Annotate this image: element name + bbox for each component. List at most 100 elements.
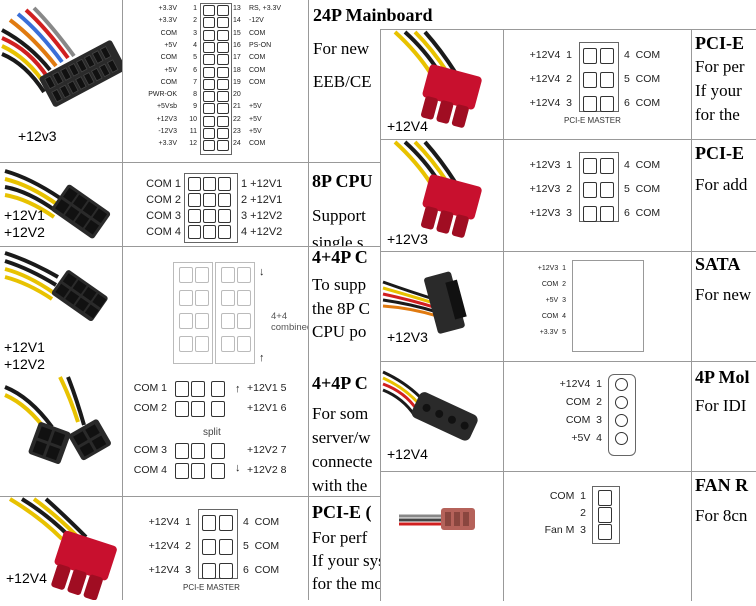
title-pcie-bottom: PCI-E (: [312, 502, 372, 522]
atx24-pin-box: [217, 41, 229, 53]
cpu44-pin-box: [179, 290, 193, 306]
pcie-pin-box: [600, 96, 614, 112]
cpu44-split-pin: [191, 381, 205, 397]
pcie-pin-box: [600, 206, 614, 222]
cpu8-pin-box: [188, 225, 201, 239]
atx24-pin-left-name: +5V: [164, 41, 177, 49]
cpu44-pin-left: COM 1: [133, 382, 167, 394]
cpu8-pin-left: COM 2: [146, 194, 181, 206]
cpu-4plus4-cable-image: [4, 251, 111, 464]
cpu44-arrow-down: ↓: [259, 266, 265, 278]
molex-pin-label: +5V 4: [571, 432, 602, 444]
atx24-pin-right-name: COM: [249, 29, 266, 37]
fan-pin-label: 2: [580, 507, 586, 519]
desc-8p-line2: single s: [312, 233, 364, 246]
ov-photo-label-molex: +12V4: [387, 446, 428, 462]
atx24-pin-right-num: 18: [233, 66, 241, 74]
fan-pin-label: Fan M 3: [544, 524, 586, 536]
cpu8-pin-left: COM 1: [146, 178, 181, 190]
fan-cable-image: [399, 508, 475, 530]
atx24-pin-left-num: 6: [193, 66, 197, 74]
pcie-pin-right: 6 COM: [243, 564, 280, 576]
atx24-pin-left-name: +3.3V: [158, 17, 178, 25]
cpu8-pin-left: COM 3: [146, 210, 181, 222]
pcie-pin-right: 4 COM: [624, 159, 661, 171]
photo-label-pcie-bottom: +12V4: [6, 570, 47, 586]
cpu8-pin-box: [203, 225, 216, 239]
atx24-pin-box: [217, 5, 229, 16]
photo-pcie-bottom: +12V4: [0, 497, 123, 600]
pcie-pin-left: +12V3 1: [529, 159, 572, 171]
cpu8-pin-box: [188, 193, 201, 207]
atx24-pin-left-num: 12: [189, 140, 197, 148]
pcie-pin-left: +12V4 2: [529, 73, 572, 85]
atx24-pin-box: [203, 66, 215, 78]
pcie-pin-right: 5 COM: [243, 540, 280, 552]
cpu44-split-pin: [211, 381, 225, 397]
cpu44-arrow-up-split: ↑: [235, 383, 241, 395]
desc-pcie-bottom-line1: For perf: [312, 528, 368, 547]
pcie1-cable-image: [393, 30, 482, 128]
ov-photo-molex: +12V4: [381, 362, 504, 471]
atx24-pin-left-name: +5V: [164, 66, 177, 74]
photo-4plus4: +12V1 +12V2: [0, 247, 123, 496]
pcie-pin-right: 5 COM: [624, 183, 661, 195]
fan-pin-box: [598, 507, 612, 523]
atx24-pin-right-name: -12V: [249, 17, 264, 25]
fan-photo-cell: [381, 472, 504, 601]
title-24p: 24P Mainboard: [313, 5, 433, 25]
cpu44-pin-box: [221, 336, 235, 352]
atx24-pin-left-name: -12V3: [158, 128, 177, 135]
atx24-pin-box: [217, 128, 229, 139]
cpu44-pin-right: +12V2 8: [247, 464, 287, 476]
photo-8p: +12V1 +12V2: [0, 163, 123, 246]
pcie-pin-left: +12V3 2: [529, 183, 572, 195]
atx24-pin-right-num: 23: [233, 128, 241, 135]
ov-desc-fan-line1: For 8cn: [695, 506, 748, 525]
atx24-pin-box: [203, 17, 215, 29]
atx24-pin-left-name: COM: [160, 54, 177, 62]
atx24-pin-right-num: 19: [233, 78, 241, 86]
atx24-pin-box: [217, 140, 229, 152]
cpu44-split-pin: [211, 463, 225, 479]
cpu8-pin-right: 4 +12V2: [241, 226, 283, 238]
pcie-pin-right: 4 COM: [243, 516, 280, 528]
atx24-pin-box: [217, 29, 229, 41]
cpu8-pin-box: [218, 225, 231, 239]
cpu44-combined-label: 4+4 combined: [271, 311, 309, 333]
cpu8-pin-box: [218, 177, 231, 191]
atx24-pin-box: [203, 91, 215, 103]
cpu44-pin-box: [179, 336, 193, 352]
atx24-pin-right-name: COM: [249, 140, 266, 148]
atx24-pin-left-num: 5: [193, 54, 197, 62]
pcie-bottom-cable-image: [8, 497, 117, 600]
cpu44-pin-right: +12V1 6: [247, 402, 287, 414]
fan-pin-box: [598, 524, 612, 540]
cpu44-arrow-down-split: ↓: [235, 462, 241, 474]
pcie-pin-box: [583, 182, 597, 198]
atx24-pin-left-name: +3.3V: [158, 5, 178, 12]
ov-desc-sata: SATA For new: [692, 252, 756, 361]
atx24-pin-right-name: COM: [249, 78, 266, 86]
pcie-pin-box: [219, 515, 233, 531]
desc-4plus4: 4+4P C To supp the 8P C CPU po 4+4P C Fo…: [309, 247, 380, 496]
cpu44-split-pin: [175, 463, 189, 479]
cpu44-pin-box: [179, 267, 193, 283]
molex-pin-circle: [615, 396, 628, 409]
cpu44-pin-left: COM 3: [133, 444, 167, 456]
atx24-pin-right-name: PS-ON: [249, 41, 272, 49]
cpu44-split-pin: [211, 401, 225, 417]
photo-label-8p: +12V1 +12V2: [4, 207, 45, 240]
ov-title-pcie1: PCI-E: [695, 33, 744, 53]
atx24-pin-box: [203, 41, 215, 53]
atx24-pin-left-name: COM: [160, 29, 177, 37]
